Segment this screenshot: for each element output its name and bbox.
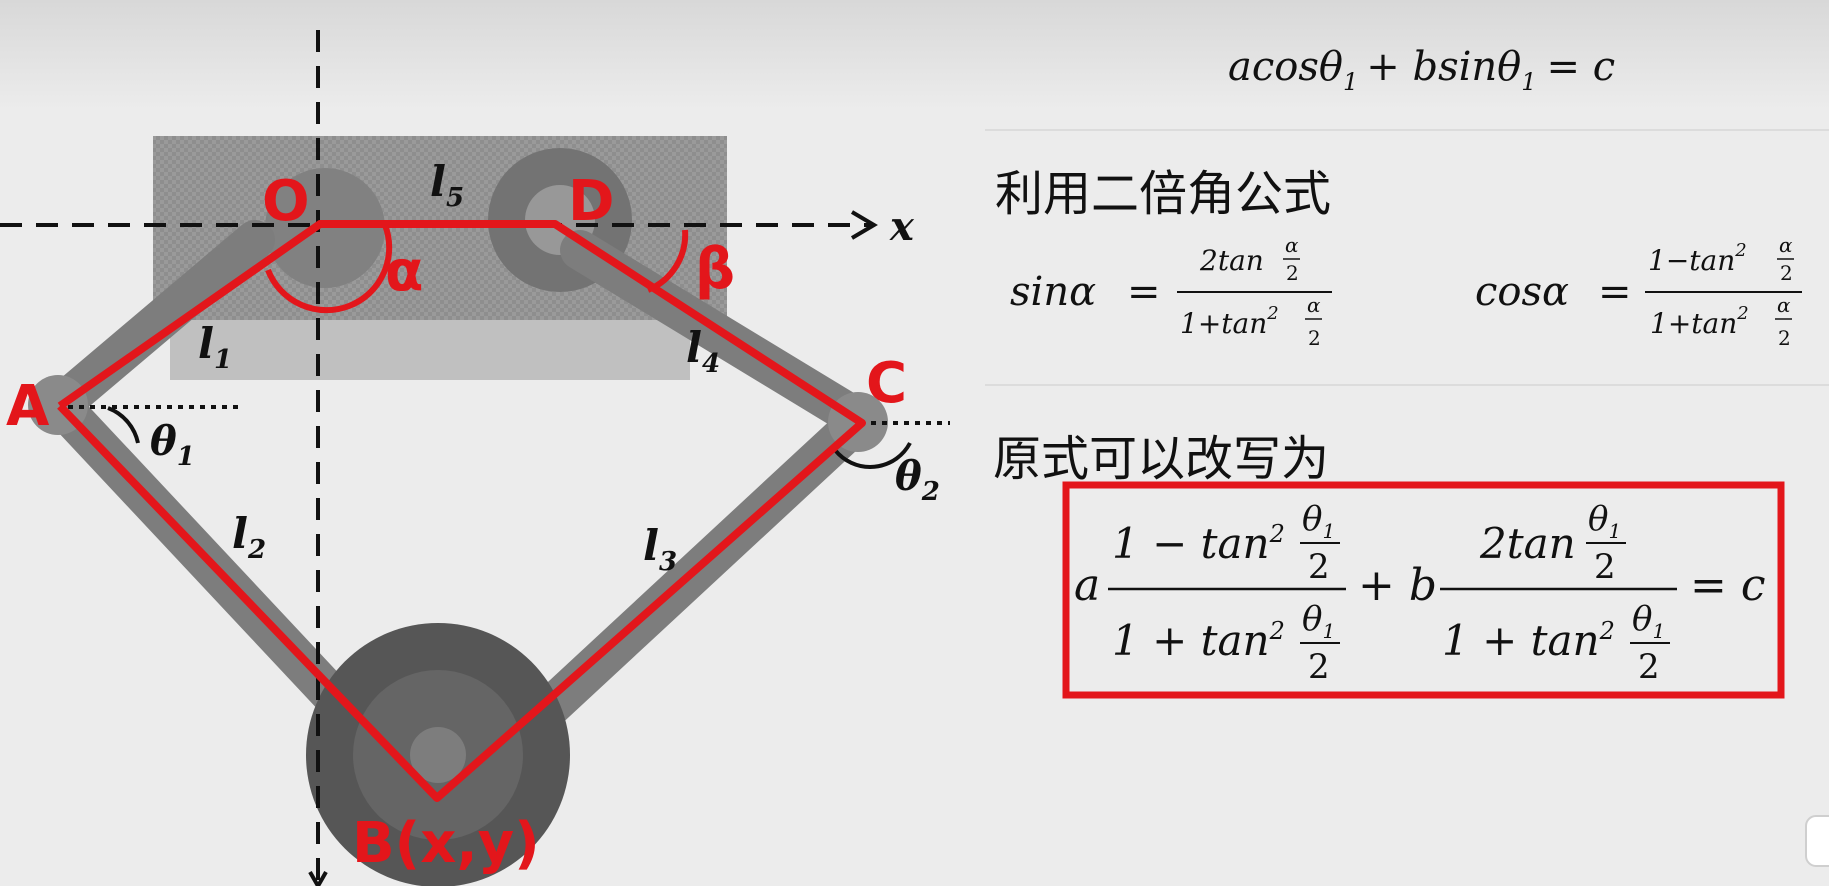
linkage-outline bbox=[57, 220, 866, 802]
label-A: A bbox=[6, 374, 50, 439]
cos-den-alpha: α bbox=[1777, 293, 1791, 317]
corner-widget[interactable] bbox=[1805, 815, 1829, 867]
sin-den-two: 2 bbox=[1308, 326, 1321, 350]
cos-numerator: 1−tan2 bbox=[1648, 240, 1747, 277]
coef-b: + b bbox=[1358, 560, 1437, 611]
sin-denominator: 1+tan2 bbox=[1180, 303, 1279, 340]
y-axis-arrow bbox=[308, 871, 328, 886]
motor-bracket bbox=[170, 320, 690, 380]
cos-num-alpha: α bbox=[1779, 233, 1793, 257]
label-alpha: α bbox=[385, 239, 423, 304]
frac2-den-theta: θ1 bbox=[1632, 599, 1665, 643]
sin-lhs: sinα bbox=[1010, 269, 1096, 315]
label-l4: l4 bbox=[686, 323, 720, 379]
double-angle-heading: 利用二倍角公式 bbox=[995, 166, 1331, 222]
label-B: B(x,y) bbox=[352, 811, 540, 876]
label-theta1: θ1 bbox=[150, 418, 195, 472]
frac1-den-two: 2 bbox=[1308, 647, 1330, 687]
equation-box bbox=[1062, 481, 1785, 699]
rhs-c: = c bbox=[1690, 560, 1766, 611]
label-beta: β bbox=[695, 237, 735, 302]
coef-a: a bbox=[1074, 560, 1100, 611]
cos-formula: cosα = 1−tan2 α 2 1+tan2 α 2 bbox=[1475, 233, 1802, 350]
label-l1: l1 bbox=[198, 319, 232, 375]
frac2-numerator: 2tan bbox=[1479, 519, 1576, 568]
label-l2: l2 bbox=[232, 509, 266, 565]
sin-num-alpha: α bbox=[1285, 233, 1299, 257]
link-labels: l1 l2 l3 l4 l5 θ1 θ2 bbox=[150, 157, 940, 577]
alpha-arc bbox=[265, 223, 393, 314]
label-theta2: θ2 bbox=[895, 453, 940, 507]
wheel-hub bbox=[410, 727, 466, 783]
theta2-arc bbox=[833, 442, 912, 469]
cos-den-two: 2 bbox=[1778, 326, 1791, 350]
cos-eq: = bbox=[1598, 269, 1632, 315]
frac1-num-two: 2 bbox=[1308, 547, 1330, 587]
x-axis-arrow bbox=[850, 210, 878, 240]
top-shade bbox=[0, 0, 1829, 110]
arm-l1 bbox=[40, 220, 275, 425]
theta1-arc bbox=[107, 406, 140, 444]
sin-eq: = bbox=[1127, 269, 1161, 315]
frac1-num-theta: θ1 bbox=[1302, 499, 1335, 543]
frac2-den-two: 2 bbox=[1638, 647, 1660, 687]
frac1-numerator: 1 − tan2 bbox=[1112, 519, 1285, 568]
frac2-num-two: 2 bbox=[1594, 547, 1616, 587]
label-l3: l3 bbox=[643, 521, 677, 577]
frac1-den-theta: θ1 bbox=[1302, 599, 1335, 643]
cos-num-two: 2 bbox=[1780, 261, 1793, 285]
top-equation: acosθ1+ bsinθ1= c bbox=[1228, 44, 1615, 96]
cos-lhs: cosα bbox=[1475, 269, 1569, 315]
sin-numerator: 2tan bbox=[1199, 244, 1264, 277]
rewritten-equation: a 1 − tan2 θ1 2 1 + tan2 θ1 2 + b 2tan θ… bbox=[1062, 481, 1785, 699]
label-C: C bbox=[866, 351, 907, 416]
frac2-denominator: 1 + tan2 bbox=[1442, 616, 1615, 665]
label-D: D bbox=[568, 169, 614, 234]
rewrite-heading: 原式可以改写为 bbox=[993, 431, 1329, 487]
sin-formula: sinα = 2tan α 2 1+tan2 α 2 bbox=[1010, 233, 1332, 350]
sin-num-two: 2 bbox=[1286, 261, 1299, 285]
label-O: O bbox=[262, 169, 310, 234]
x-axis-label: x bbox=[889, 203, 915, 250]
frac2-num-theta: θ1 bbox=[1588, 499, 1621, 543]
frac1-denominator: 1 + tan2 bbox=[1112, 616, 1285, 665]
sin-den-alpha: α bbox=[1307, 293, 1321, 317]
cos-denominator: 1+tan2 bbox=[1650, 303, 1749, 340]
label-l5: l5 bbox=[430, 157, 464, 213]
